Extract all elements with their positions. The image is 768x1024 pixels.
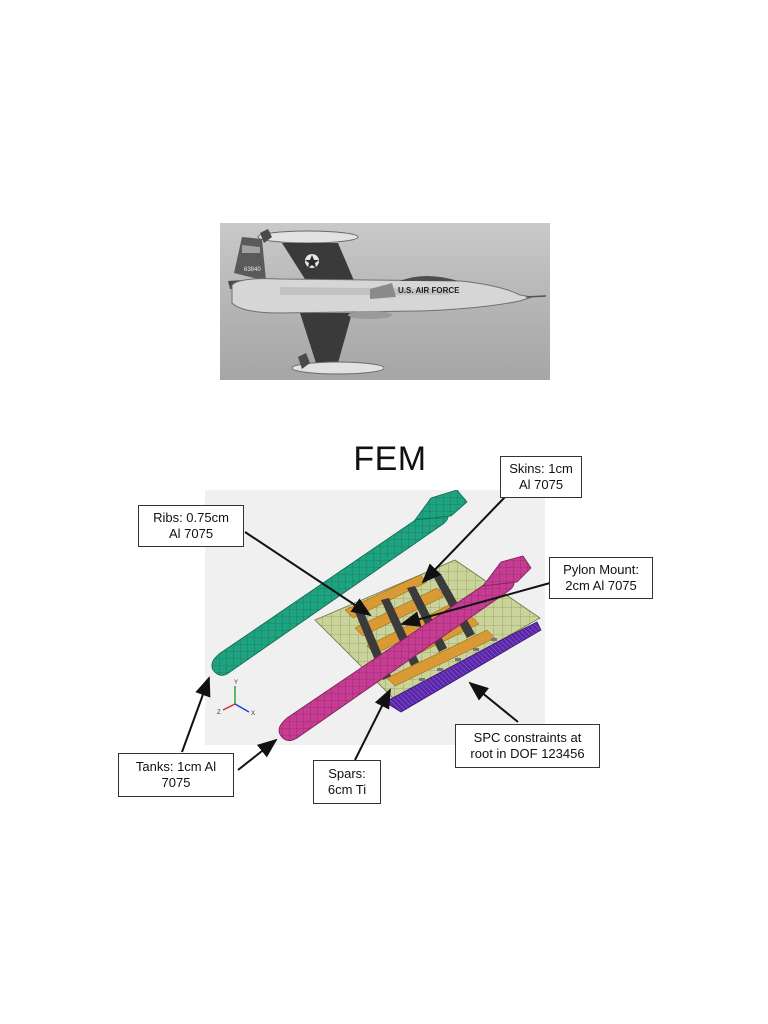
callout-skins-line1: Skins: 1cm	[509, 461, 573, 476]
canopy	[400, 276, 458, 281]
callout-tanks-line2: 7075	[161, 775, 191, 790]
pylon-leader	[400, 582, 551, 627]
callout-skins: Skins: 1cm Al 7075	[500, 456, 582, 498]
axis-triad: Y X Z	[217, 680, 255, 717]
fem-title: FEM	[353, 440, 427, 478]
callout-pylon-line1: Pylon Mount:	[563, 562, 639, 577]
callout-pylon-line2: 2cm Al 7075	[565, 578, 637, 593]
upper-wing	[282, 243, 355, 287]
callout-ribs-line2: Al 7075	[168, 526, 214, 541]
ventral-store	[348, 311, 392, 319]
callout-spars-line1: Spars:	[328, 766, 366, 781]
callout-ribs: Ribs: 0.75cm Al 7075	[138, 505, 244, 547]
callout-skins-line2: Al 7075	[518, 477, 564, 492]
x-axis-arrow	[234, 703, 250, 713]
constraint-markers	[419, 638, 497, 681]
callout-spars: Spars: 6cm Ti	[313, 760, 381, 804]
callout-spc-line2: root in DOF 123456	[470, 746, 585, 761]
callout-spars-line2: 6cm Ti	[327, 782, 367, 797]
fem-mesh-drawing: Y X Z	[211, 490, 542, 741]
star-icon	[305, 255, 319, 268]
fuselage-lettering: U.S. AIR FORCE	[398, 286, 460, 295]
tanks-lower-leader	[237, 738, 278, 771]
ribs-leader	[244, 531, 372, 617]
tanks-upper-leader	[181, 676, 211, 753]
pitot-probe	[525, 295, 547, 298]
callout-ribs-line1: Ribs: 0.75cm	[153, 510, 229, 525]
spars-leader	[354, 688, 391, 761]
callout-tanks: Tanks: 1cm Al 7075	[118, 753, 234, 797]
lower-wingtip-tank	[291, 361, 385, 375]
callout-pylon-mount: Pylon Mount: 2cm Al 7075	[549, 557, 653, 599]
upper-tank-fin	[260, 229, 272, 243]
root-spc-constraints	[384, 621, 542, 713]
spc-leader	[468, 681, 519, 723]
aircraft-illustration: 63840 U.S. AIR FORCE	[228, 229, 547, 375]
callout-spc-constraints: SPC constraints at root in DOF 123456	[455, 724, 600, 768]
upper-tank	[211, 490, 468, 676]
lower-tank-fin	[298, 353, 310, 369]
lower-tank-tail	[482, 555, 532, 587]
fuselage-band	[280, 287, 450, 295]
lower-wing	[300, 313, 352, 363]
air-intake	[370, 283, 396, 299]
y-axis-label: Y	[234, 680, 238, 686]
tail-panel	[242, 245, 260, 253]
tail-number: 63840	[244, 267, 261, 273]
x-axis-label: X	[251, 711, 255, 717]
z-axis-label: Z	[217, 710, 221, 716]
aircraft-photo: 63840 U.S. AIR FORCE	[220, 223, 550, 380]
skins-leader	[421, 496, 506, 584]
callout-tanks-line1: Tanks: 1cm Al	[135, 759, 217, 774]
upper-tank-tail	[414, 490, 468, 521]
lower-tank	[278, 555, 532, 741]
callout-spc-line1: SPC constraints at	[473, 730, 582, 745]
z-axis-arrow	[222, 703, 236, 711]
